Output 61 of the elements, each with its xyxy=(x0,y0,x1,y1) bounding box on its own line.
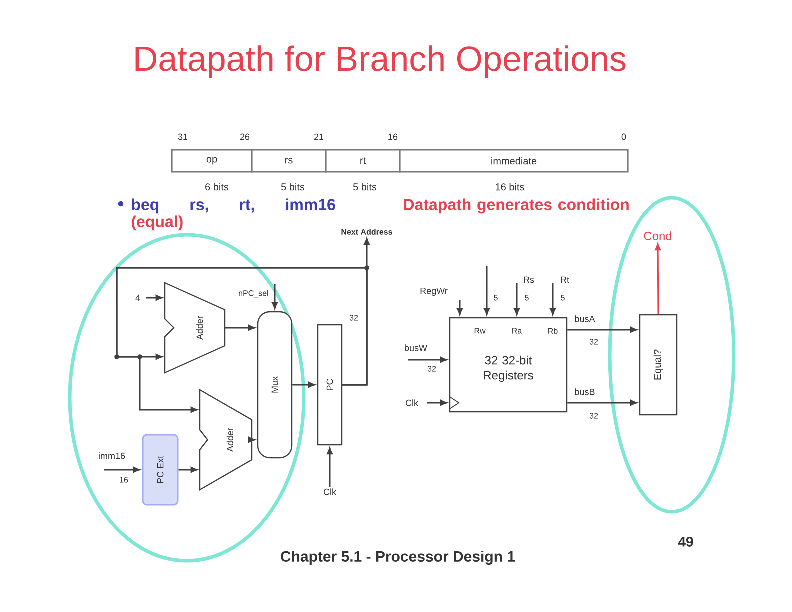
label: beq rs, rt, imm16 xyxy=(132,198,336,214)
instruction-field: rs xyxy=(251,149,327,173)
register-box: PC xyxy=(317,324,343,446)
edge-label: Rt xyxy=(560,276,570,284)
bus-width: 32 xyxy=(350,315,358,321)
field-width: 5 bits xyxy=(353,183,377,191)
comparator-box: Equal? xyxy=(639,314,678,416)
edge-label: busA xyxy=(574,314,596,324)
edge-label: busW xyxy=(404,344,428,352)
arrow xyxy=(225,325,256,331)
arrow xyxy=(104,467,140,473)
arrow xyxy=(457,300,463,316)
edge-label: busB xyxy=(574,388,596,396)
bit-number: 0 xyxy=(622,134,626,140)
bus-width: 32 xyxy=(428,366,436,372)
edge-label: Clk xyxy=(404,398,420,408)
arrow xyxy=(146,295,163,301)
slide-title: Datapath for Branch Operations xyxy=(136,46,626,78)
label: (equal) xyxy=(132,216,183,231)
arrow xyxy=(327,448,333,488)
bit-number: 31 xyxy=(178,134,188,140)
arrow xyxy=(550,283,556,316)
bit-number: 21 xyxy=(314,134,324,140)
instruction-field: op xyxy=(171,149,253,173)
edge-label: nPC_sel xyxy=(238,289,270,299)
bit-number: 16 xyxy=(388,134,398,140)
bus-width: 32 xyxy=(590,339,598,345)
arrow xyxy=(408,357,448,363)
label: Datapath generates condition xyxy=(404,198,629,214)
arrow xyxy=(248,437,256,443)
signal-label: Cond xyxy=(644,232,672,240)
edge-label: 4 xyxy=(134,294,142,302)
field-width: 5 bits xyxy=(281,183,305,191)
arrow xyxy=(568,327,638,333)
extender-box: PC Ext xyxy=(142,434,179,506)
field-width: 6 bits xyxy=(206,183,229,191)
bus-width: 5 xyxy=(525,295,529,301)
arrow xyxy=(427,400,448,406)
edge-label: imm16 xyxy=(98,452,126,460)
arrow xyxy=(484,266,490,316)
arrow xyxy=(116,267,368,413)
bus-width: 5 xyxy=(494,295,498,301)
edge-label: Rs xyxy=(522,276,536,284)
signal-label: Clk xyxy=(324,488,337,496)
bus-width: 5 xyxy=(561,295,565,301)
instruction-field: rt xyxy=(325,149,401,173)
page-number: 49 xyxy=(678,537,694,547)
arrow xyxy=(178,467,198,473)
arrow xyxy=(655,244,661,314)
register-file: Rw Ra Rb 32 32-bit Registers xyxy=(449,317,568,413)
signal-label: Next Address xyxy=(342,229,392,235)
field-width: 16 bits xyxy=(496,183,524,191)
bus-width: 16 xyxy=(120,477,128,483)
bus-width: 32 xyxy=(590,413,598,419)
arrow xyxy=(272,284,278,310)
arrow xyxy=(292,382,316,388)
arrow xyxy=(568,400,638,406)
arrow xyxy=(514,283,520,316)
edge-label: RegWr xyxy=(419,286,449,298)
bit-number: 26 xyxy=(240,134,250,140)
footer-text: Chapter 5.1 - Processor Design 1 xyxy=(281,550,516,566)
